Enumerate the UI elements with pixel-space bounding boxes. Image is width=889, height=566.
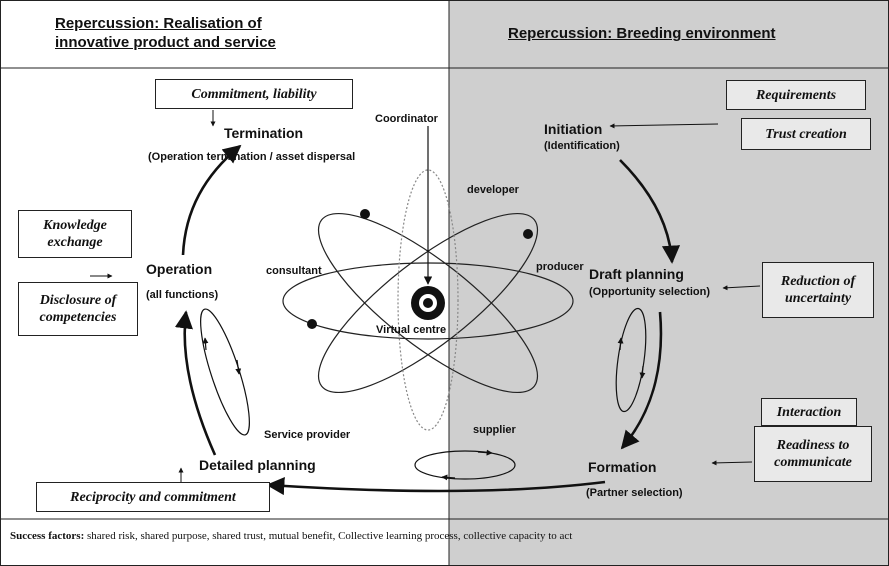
box-interaction: Interaction: [761, 398, 857, 426]
electron-developer: [360, 209, 370, 219]
box-reduction-uncertainty: Reduction of uncertainty: [762, 262, 874, 318]
factor-arrows: [90, 110, 761, 482]
virtual-centre-nucleus-core: [423, 298, 433, 308]
success-factors-footer: Success factors: shared risk, shared pur…: [10, 530, 572, 542]
role-coordinator: Coordinator: [375, 113, 438, 125]
success-factors-text: shared risk, shared purpose, shared trus…: [84, 530, 573, 542]
role-supplier: supplier: [473, 424, 516, 436]
orbit-vertical-dashed: [397, 169, 459, 431]
role-developer: developer: [467, 184, 519, 196]
stage-draft-planning: Draft planning: [589, 266, 684, 282]
loop-supplier: [414, 450, 516, 480]
stage-detailed-planning: Detailed planning: [199, 457, 316, 473]
box-readiness-line2: communicate: [774, 455, 852, 470]
box-disclosure-competencies: Disclosure of competencies: [18, 282, 138, 336]
left-header-line2: innovative product and service: [55, 34, 276, 51]
box-knowledge-line2: exchange: [47, 235, 103, 250]
loop-arrow-operation-down: [235, 359, 242, 375]
stage-formation: Formation: [588, 459, 657, 475]
arrow-formation-to-detailed: [266, 476, 606, 496]
stage-operation-sub: (all functions): [146, 289, 219, 301]
loop-arrows: [202, 337, 646, 481]
box-readiness-communicate: Readiness to communicate: [754, 426, 872, 482]
box-disclosure-line1: Disclosure of: [39, 293, 117, 308]
box-requirements: Requirements: [726, 80, 866, 110]
loop-arrow-draft-up: [617, 337, 624, 351]
success-factors-label: Success factors:: [10, 530, 85, 542]
box-interaction-text: Interaction: [776, 404, 842, 420]
role-virtual-centre: Virtual centre: [376, 324, 447, 336]
right-header: Repercussion: Breeding environment: [508, 25, 776, 42]
box-knowledge-exchange: Knowledge exchange: [18, 210, 132, 258]
arrow-initiation-to-draft: [619, 159, 681, 264]
arrow-draft-to-formation: [620, 311, 663, 450]
box-requirements-text: Requirements: [755, 87, 837, 103]
stage-operation: Operation: [146, 261, 213, 277]
left-header-line1: Repercussion: Realisation of: [55, 15, 262, 32]
electron-producer: [523, 229, 533, 239]
lifecycle-arrows: [174, 144, 681, 496]
stage-formation-sub: (Partner selection): [586, 487, 683, 499]
arrow-detailed-to-operation: [174, 310, 217, 456]
loop-arrow-operation-up: [202, 337, 209, 351]
stage-termination-sub: (Operation termination / asset dispersal: [148, 151, 356, 163]
stage-initiation-sub: (Identification): [544, 140, 620, 152]
arrow-operation-to-termination: [181, 144, 242, 256]
box-reduction-line2: uncertainty: [784, 291, 852, 306]
orbit-diagonal-b: [317, 212, 539, 394]
arrow-requirements: [609, 123, 719, 129]
orbit-diagonal-a: [317, 212, 539, 394]
loop-arrow-draft-down: [639, 365, 646, 379]
box-trust-creation: Trust creation: [741, 118, 871, 150]
atom-orbits: [282, 169, 574, 431]
box-disclosure-line2: competencies: [39, 310, 117, 325]
loop-arrow-supplier-left: [441, 474, 456, 481]
loop-draft-planning: [615, 307, 647, 413]
role-producer: producer: [536, 261, 584, 273]
stage-draft-planning-sub: (Opportunity selection): [589, 286, 710, 298]
arrow-readiness: [711, 460, 753, 466]
box-commitment-liability: Commitment, liability: [155, 79, 353, 109]
arrow-reduction: [722, 285, 761, 291]
role-service-provider: Service provider: [264, 429, 351, 441]
stage-initiation: Initiation: [544, 121, 603, 137]
box-trust-text: Trust creation: [765, 126, 847, 142]
loop-arrow-supplier-right: [477, 449, 493, 456]
box-reciprocity-commitment: Reciprocity and commitment: [36, 482, 270, 512]
box-reciprocity-text: Reciprocity and commitment: [70, 489, 236, 505]
stage-termination: Termination: [224, 125, 304, 141]
role-consultant: consultant: [266, 265, 322, 277]
left-header: Repercussion: Realisation of innovative …: [55, 14, 276, 52]
box-commitment-text: Commitment, liability: [191, 86, 317, 102]
box-reduction-line1: Reduction of: [780, 274, 856, 289]
electron-consultant: [307, 319, 317, 329]
box-readiness-line1: Readiness to: [776, 438, 850, 453]
box-knowledge-line1: Knowledge: [43, 218, 107, 233]
